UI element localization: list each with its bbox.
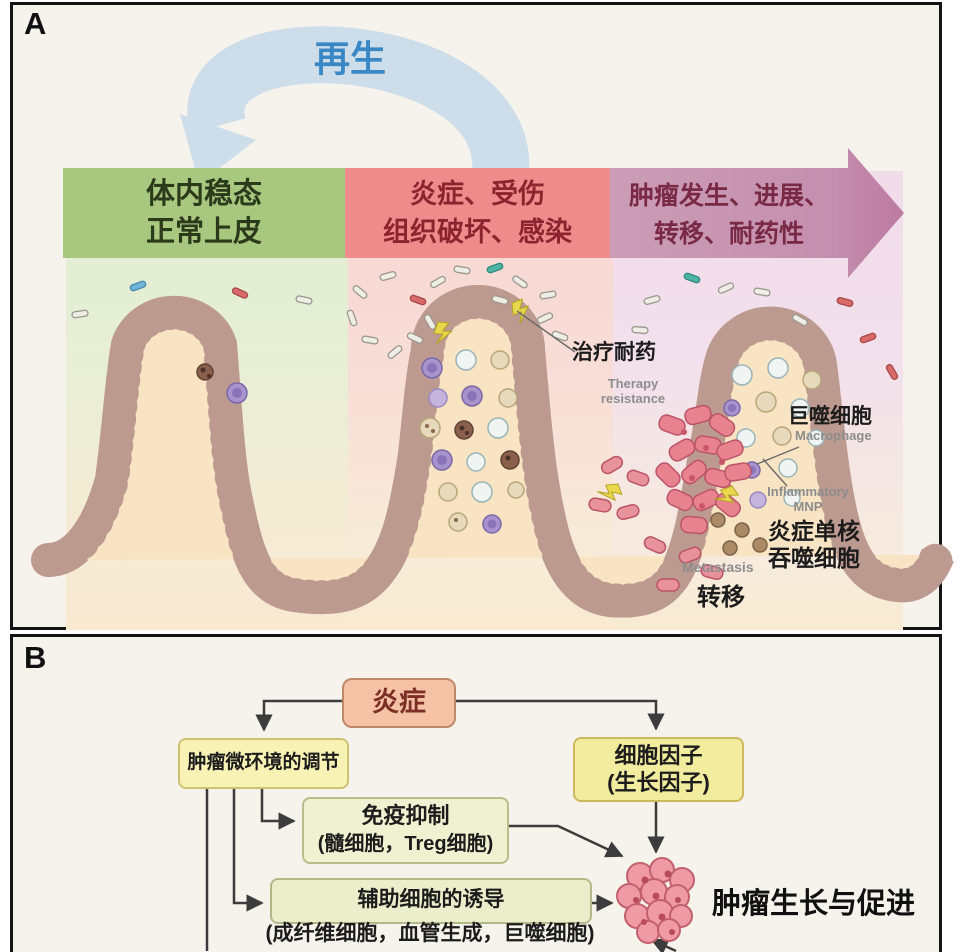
immunosuppression-line1: 免疫抑制 [361, 803, 450, 828]
therapy-resistance-label-en: Therapy resistance [583, 376, 683, 406]
panel-b-label: B [24, 640, 47, 675]
node-helper-cell-induction: 辅助细胞的诱导 [270, 878, 592, 924]
node-inflammation: 炎症 [342, 678, 456, 728]
stage-inflammation-line2: 组织破坏、感染 [383, 217, 572, 247]
stage-inflammation-line1: 炎症、受伤 [410, 179, 545, 209]
macrophage-label-cn: 巨噬细胞 [788, 405, 872, 428]
inflammatory-mnp-label-en: Inflammatory MNP [752, 484, 864, 514]
monocyte-cn-line1: 炎症单核 [768, 518, 860, 544]
stage-homeostasis-line1: 体内稳态 [145, 178, 262, 210]
stage-tumor-header: 肿瘤发生、进展、 转移、耐药性 [606, 173, 852, 257]
flow-arrows [205, 699, 677, 952]
tumor-stage-arrow-band [610, 148, 904, 278]
monocyte-cn-line2: 吞噬细胞 [768, 545, 860, 571]
node-cytokines: 细胞因子 (生长因子) [573, 737, 744, 802]
tumor-cluster [616, 857, 695, 944]
therapy-resistance-label-cn: 治疗耐药 [572, 341, 656, 364]
regeneration-arrow [180, 26, 530, 184]
bacteria [71, 262, 899, 380]
cytokine-line2: (生长因子) [607, 770, 710, 795]
cytokine-line1: 细胞因子 [614, 743, 703, 768]
macrophage-label-en: Macrophage [795, 428, 872, 443]
metastasis-label-en: Metastasis [682, 559, 754, 575]
tumor-mass [588, 404, 768, 592]
stage-homeostasis-line2: 正常上皮 [145, 216, 262, 248]
annotation-pointer-lines [516, 310, 800, 487]
therapy-en-line1: Therapy [607, 376, 659, 391]
therapy-en-line2: resistance [600, 391, 666, 406]
panel-a-label: A [24, 6, 47, 41]
tumor-growth-label: 肿瘤生长与促进 [712, 888, 916, 920]
immune-cells [196, 349, 825, 534]
node-immunosuppression: 免疫抑制 (髓细胞，Treg细胞) [302, 797, 509, 864]
helper-cell-induction-line2: (成纤维细胞，血管生成，巨噬细胞) [265, 922, 595, 945]
stage-inflammation-header: 炎症、受伤 组织破坏、感染 [345, 168, 610, 258]
immunosuppression-line2: (髓细胞，Treg细胞) [317, 833, 494, 855]
regeneration-label: 再生 [313, 38, 386, 79]
metastasis-label-cn: 转移 [697, 584, 745, 611]
inflammatory-monocyte-label-cn: 炎症单核 吞噬细胞 [768, 518, 860, 572]
stage-tumor-line2: 转移、耐药性 [653, 220, 804, 248]
mnp-en-line2: MNP [793, 499, 823, 514]
node-tumor-microenvironment: 肿瘤微环境的调节 [178, 738, 349, 789]
stage-homeostasis-header: 体内稳态 正常上皮 [63, 168, 345, 258]
mnp-en-line1: Inflammatory [767, 484, 849, 499]
stage-tumor-line1: 肿瘤发生、进展、 [628, 182, 829, 210]
injury-bolt-icons [433, 298, 740, 504]
